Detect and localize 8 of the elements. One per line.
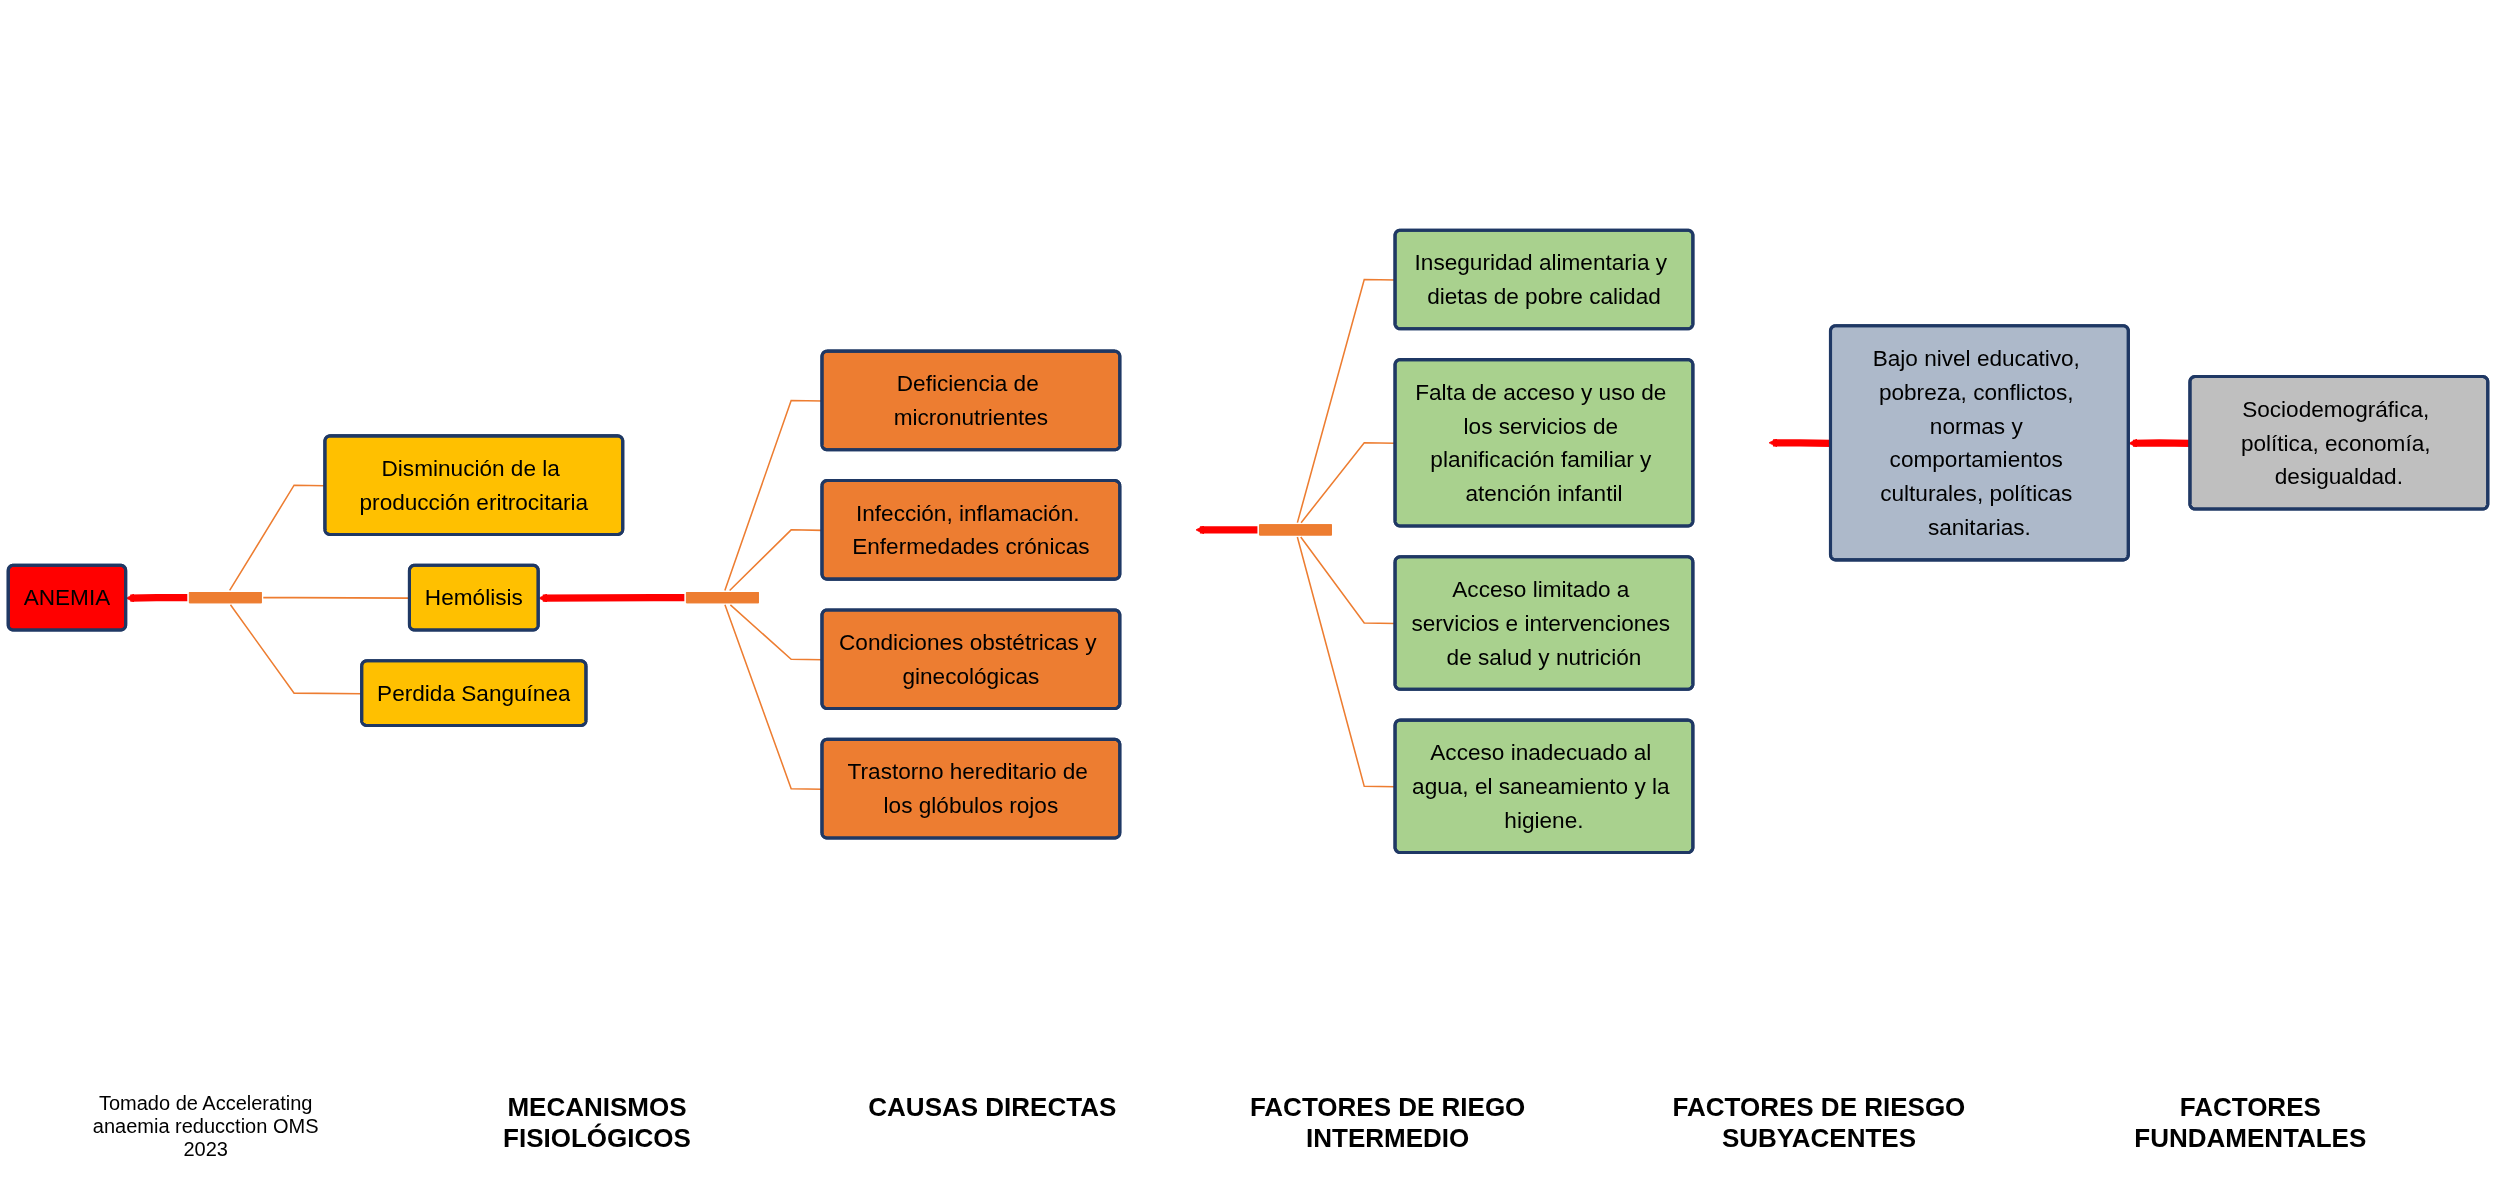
column-heading: FACTORES DE RIEGO INTERMEDIO xyxy=(1248,1092,1527,1154)
column-heading: FACTORES FUNDAMENTALES xyxy=(2133,1092,2368,1154)
arrow xyxy=(2128,438,2191,448)
column-heading: FACTORES DE RIESGO SUBYACENTES xyxy=(1671,1092,1967,1154)
column-heading: MECANISMOS FISIOLÓGICOS xyxy=(502,1092,692,1154)
arrow xyxy=(1768,437,1832,447)
caption: Tomado de Accelerating anaemia reducction OMS 2023 xyxy=(91,1092,320,1161)
column-heading: CAUSAS DIRECTAS xyxy=(868,1092,1117,1123)
